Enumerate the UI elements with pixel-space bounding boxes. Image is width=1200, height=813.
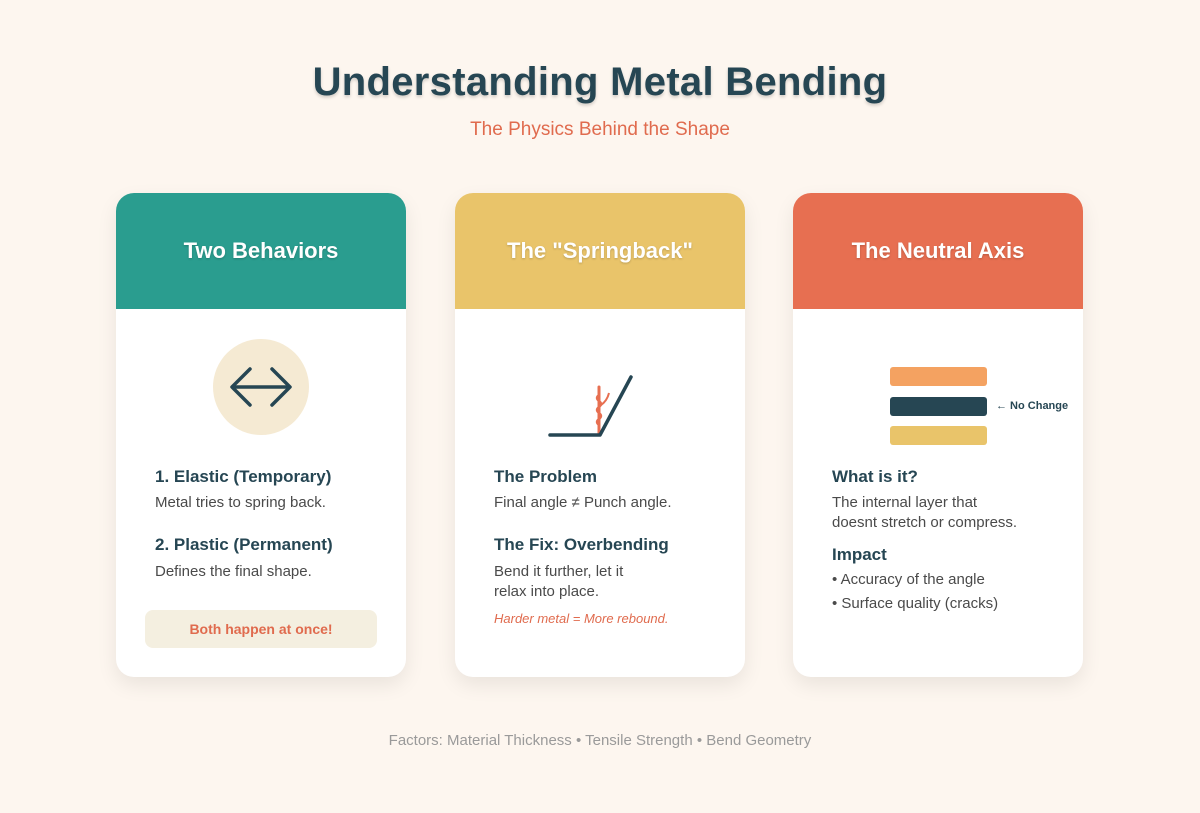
item-text-what-line-1: The internal layer that xyxy=(832,494,978,511)
impact-bullet: • Accuracy of the angle xyxy=(832,571,985,588)
card-two-behaviors: Two Behaviors 1. Elastic (Temporary) Met… xyxy=(116,193,406,677)
page-title: Understanding Metal Bending xyxy=(312,60,888,104)
outer-layer-bar xyxy=(890,367,987,386)
horizontal-double-arrow-icon xyxy=(213,339,309,435)
item-text-elastic: Metal tries to spring back. xyxy=(155,494,326,511)
item-heading-fix: The Fix: Overbending xyxy=(494,535,669,554)
neutral-axis-bar xyxy=(890,397,987,416)
item-text-problem: Final angle ≠ Punch angle. xyxy=(494,494,672,511)
no-change-label: ← No Change xyxy=(996,400,1069,412)
item-heading-impact: Impact xyxy=(832,545,887,564)
footer-factors: Factors: Material Thickness • Tensile St… xyxy=(388,732,812,749)
item-heading-elastic: 1. Elastic (Temporary) xyxy=(155,467,332,486)
card-header: Two Behaviors xyxy=(116,193,406,309)
card-header: The Neutral Axis xyxy=(793,193,1083,309)
item-heading-what: What is it? xyxy=(832,467,918,486)
card-header: The "Springback" xyxy=(455,193,745,309)
item-text-fix-line-2: relax into place. xyxy=(494,583,600,600)
item-text-plastic: Defines the final shape. xyxy=(155,563,312,580)
card-body: 1. Elastic (Temporary) Metal tries to sp… xyxy=(116,309,406,677)
item-text-what-line-2: doesnt stretch or compress. xyxy=(832,514,1018,531)
item-heading-plastic: 2. Plastic (Permanent) xyxy=(155,535,333,554)
springback-note: Harder metal = More rebound. xyxy=(494,611,669,626)
page-subtitle: The Physics Behind the Shape xyxy=(470,119,730,140)
item-heading-problem: The Problem xyxy=(494,467,597,486)
item-text-fix-line-1: Bend it further, let it xyxy=(494,563,624,580)
card-body: The Problem Final angle ≠ Punch angle. T… xyxy=(455,309,745,677)
callout-badge: Both happen at once! xyxy=(145,610,377,648)
inner-layer-bar xyxy=(890,426,987,445)
card-body: ← No Change What is it? The internal lay… xyxy=(793,309,1083,677)
bent-sheet-springback-icon xyxy=(548,375,633,437)
impact-bullet: • Surface quality (cracks) xyxy=(832,595,999,612)
card-springback: The "Springback" The Problem Final angle… xyxy=(455,193,745,677)
card-neutral-axis: The Neutral Axis ← No Change What is it?… xyxy=(793,193,1083,677)
